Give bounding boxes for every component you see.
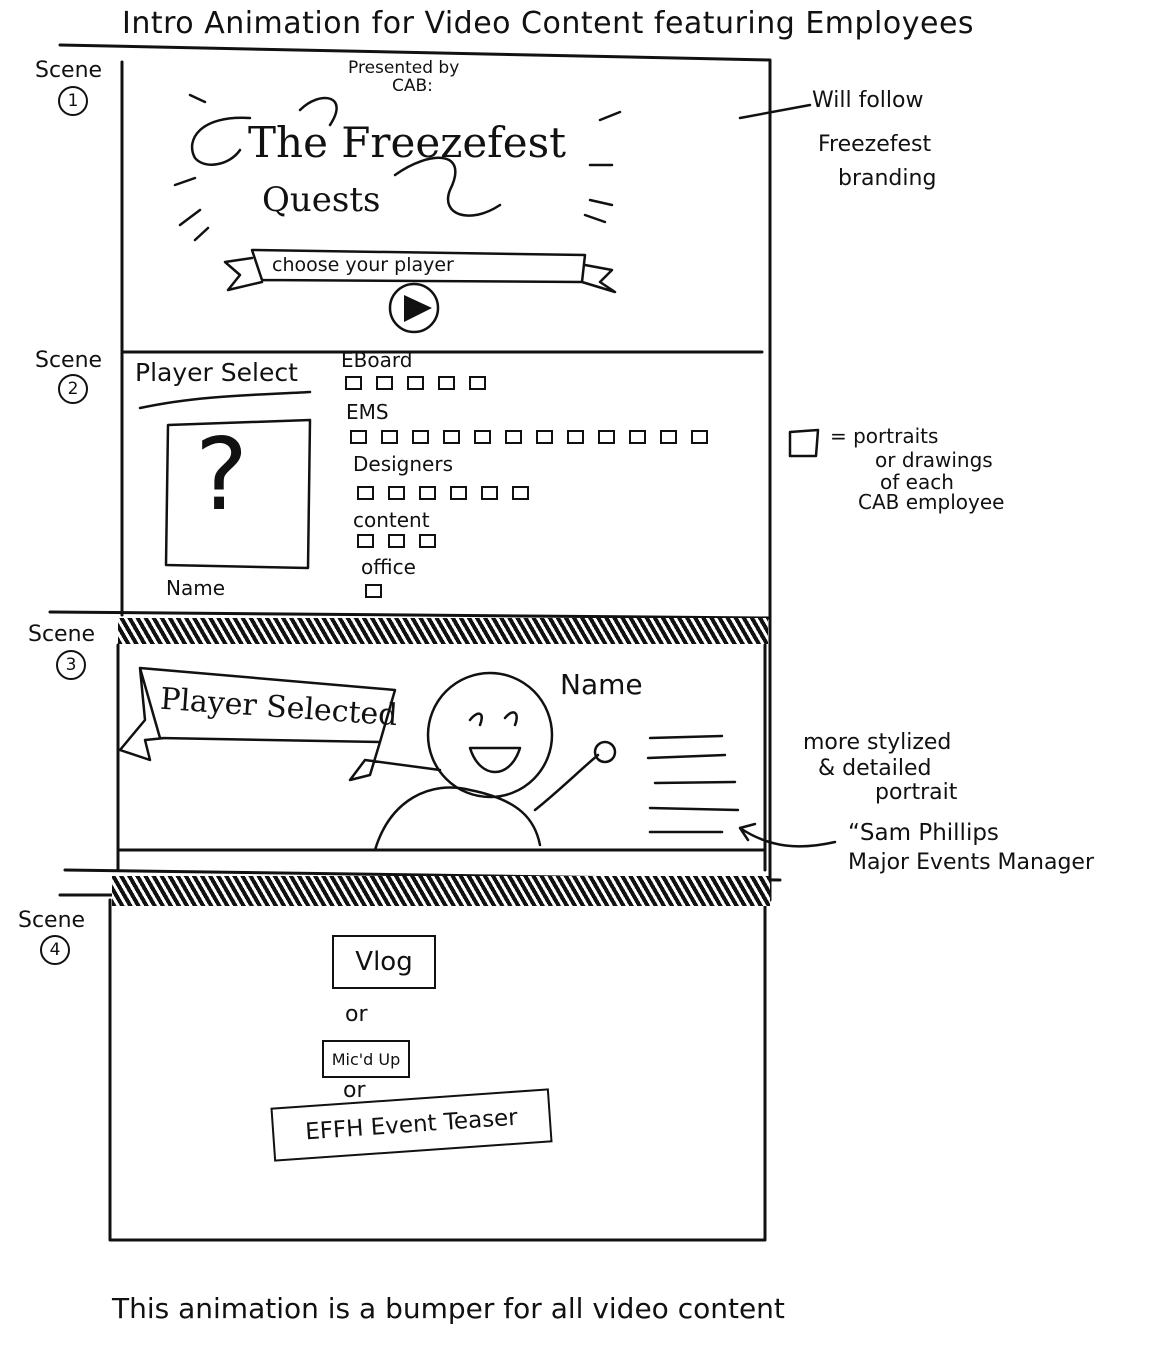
choose-player-banner-text: choose your player bbox=[272, 254, 454, 276]
portrait-square bbox=[419, 534, 436, 548]
logo-swirl-left bbox=[192, 118, 250, 165]
portrait-square bbox=[660, 430, 677, 444]
scene-4-number: 4 bbox=[40, 935, 70, 965]
hatched-transition-1 bbox=[118, 618, 768, 644]
portrait-square bbox=[388, 486, 405, 500]
portrait-square bbox=[567, 430, 584, 444]
portrait-square bbox=[512, 486, 529, 500]
player-select-underline bbox=[140, 392, 310, 408]
scene-4-label: Scene bbox=[18, 908, 85, 933]
scene-3-number: 3 bbox=[56, 650, 86, 680]
legend-text-line4: CAB employee bbox=[858, 490, 1004, 514]
scene1-note-arrow bbox=[740, 105, 810, 118]
presented-by-text: Presented by bbox=[348, 58, 459, 78]
presenter-text: CAB: bbox=[392, 76, 433, 96]
legend-square bbox=[790, 430, 818, 456]
character-name-label: Name bbox=[560, 668, 643, 701]
player-select-heading: Player Select bbox=[135, 358, 298, 387]
scene3-note-line3: portrait bbox=[875, 780, 957, 805]
scene3-caption-line2: Major Events Manager bbox=[848, 850, 1094, 875]
scene-3-label: Scene bbox=[28, 622, 95, 647]
portrait-square bbox=[350, 430, 367, 444]
hatched-transition-2 bbox=[112, 876, 770, 906]
scene3-caption-arrow bbox=[740, 824, 835, 846]
portrait-square bbox=[388, 534, 405, 548]
portrait-square bbox=[407, 376, 424, 390]
portrait-square bbox=[481, 486, 498, 500]
portrait-square bbox=[505, 430, 522, 444]
scene-1-label: Scene bbox=[35, 58, 102, 83]
legend-text-line1: = portraits bbox=[830, 424, 938, 448]
portrait-square bbox=[598, 430, 615, 444]
portrait-square bbox=[438, 376, 455, 390]
portrait-square bbox=[357, 534, 374, 548]
scene1-note-line3: branding bbox=[838, 166, 936, 191]
logo-title-line2: Quests bbox=[262, 180, 380, 220]
portrait-square bbox=[345, 376, 362, 390]
portrait-square bbox=[376, 376, 393, 390]
group-label-4: office bbox=[361, 555, 416, 579]
option-separator-2: or bbox=[343, 1078, 366, 1103]
scene1-note-line2: Freezefest bbox=[818, 132, 931, 157]
portrait-square bbox=[469, 376, 486, 390]
play-icon bbox=[404, 295, 432, 322]
portrait-square bbox=[443, 430, 460, 444]
footer-note: This animation is a bumper for all video… bbox=[112, 1292, 785, 1325]
placeholder-name-caption: Name bbox=[166, 576, 225, 600]
scene-1-number: 1 bbox=[58, 86, 88, 116]
question-mark-glyph: ? bbox=[195, 425, 248, 525]
character-hand bbox=[595, 742, 615, 762]
portrait-square bbox=[365, 584, 382, 598]
page-title: Intro Animation for Video Content featur… bbox=[122, 6, 974, 41]
scene3-note-line1: more stylized bbox=[803, 730, 951, 755]
portrait-square bbox=[691, 430, 708, 444]
group-label-3: content bbox=[353, 508, 430, 532]
portrait-square bbox=[412, 430, 429, 444]
scene-2-label: Scene bbox=[35, 348, 102, 373]
portrait-square bbox=[450, 486, 467, 500]
logo-title-line1: The Freezefest bbox=[248, 118, 566, 167]
character-head bbox=[428, 673, 552, 797]
scene3-note-line2: & detailed bbox=[818, 756, 931, 781]
scene-2-number: 2 bbox=[58, 374, 88, 404]
portrait-square bbox=[357, 486, 374, 500]
group-label-2: Designers bbox=[353, 452, 453, 476]
portrait-square bbox=[381, 430, 398, 444]
option-separator-1: or bbox=[345, 1002, 368, 1027]
character-face bbox=[470, 712, 520, 772]
option-vlog: Vlog bbox=[332, 935, 436, 989]
option-micd-up: Mic'd Up bbox=[322, 1040, 410, 1078]
group-label-1: EMS bbox=[346, 400, 389, 424]
caption-lines bbox=[648, 736, 738, 832]
group-label-0: EBoard bbox=[341, 348, 412, 372]
portrait-square bbox=[629, 430, 646, 444]
scene1-note-line1: Will follow bbox=[812, 88, 923, 113]
legend-text-line2: or drawings bbox=[875, 448, 993, 472]
portrait-square bbox=[536, 430, 553, 444]
portrait-square bbox=[474, 430, 491, 444]
scene3-caption-line1: “Sam Phillips bbox=[848, 820, 999, 846]
portrait-square bbox=[419, 486, 436, 500]
